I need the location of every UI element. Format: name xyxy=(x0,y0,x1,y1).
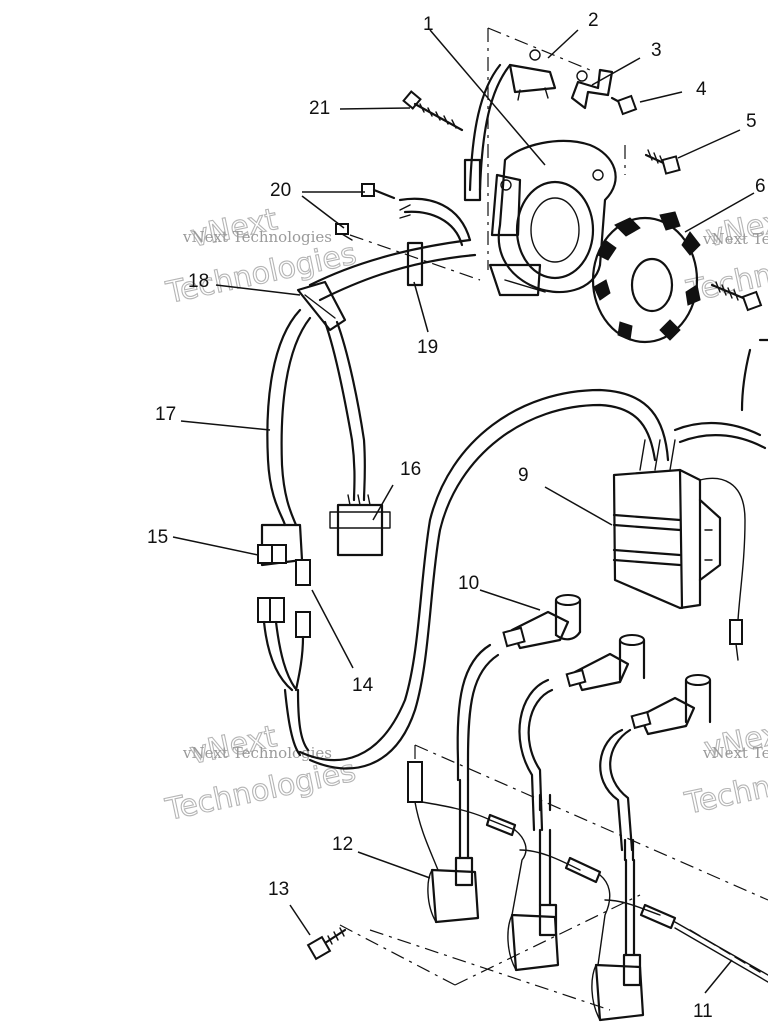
ignition-coil-2 xyxy=(507,828,560,972)
watermark-text-2: vNext Technologies xyxy=(702,230,768,248)
connector-14 xyxy=(295,559,311,638)
callout-21: 21 xyxy=(309,98,330,119)
bolt-13 xyxy=(306,927,347,961)
screw-4 xyxy=(610,94,638,116)
watermark-text-1: vNext Technologies xyxy=(182,228,332,246)
callout-3: 3 xyxy=(651,40,662,61)
watermark-text-3: vNext Technologies xyxy=(182,744,332,762)
spark-plug-cap-2 xyxy=(565,634,646,692)
watermark-text-4: vNext Technologies xyxy=(702,744,768,762)
screw-5 xyxy=(644,149,681,175)
callout-10: 10 xyxy=(458,573,479,594)
bracket xyxy=(570,68,614,110)
screw-flywheel xyxy=(710,281,763,312)
stator-plate xyxy=(488,139,617,297)
main-harness xyxy=(266,308,366,527)
svg-text:Technologies: Technologies xyxy=(162,754,359,829)
callout-4: 4 xyxy=(696,79,707,100)
callout-11: 11 xyxy=(693,1001,713,1022)
callout-14: 14 xyxy=(352,675,374,696)
callout-2: 2 xyxy=(588,10,599,31)
callout-1: 1 xyxy=(423,14,434,35)
connector-15 xyxy=(257,523,304,567)
leader-lines xyxy=(172,29,755,994)
callout-17: 17 xyxy=(155,404,176,425)
right-edge-part xyxy=(740,338,768,412)
callout-18: 18 xyxy=(188,271,209,292)
screw-20b xyxy=(335,223,353,241)
assembly-lines xyxy=(339,27,768,1011)
callout-12: 12 xyxy=(332,834,353,855)
pickup-coil xyxy=(508,49,557,101)
callout-9: 9 xyxy=(518,465,529,486)
flywheel-magneto xyxy=(591,211,701,344)
cdi-box xyxy=(612,439,746,661)
spark-plug-cap-3 xyxy=(630,674,712,736)
callout-15: 15 xyxy=(147,527,168,548)
callout-6: 6 xyxy=(755,176,766,197)
connector-16 xyxy=(329,494,391,557)
ht-leads xyxy=(456,643,635,862)
ignition-coil-1 xyxy=(427,778,480,924)
watermark-left-top: vNext Technologies xyxy=(162,202,360,312)
spark-plug-cap-10 xyxy=(502,594,582,650)
ignition-coil-3 xyxy=(591,858,645,1022)
callout-19: 19 xyxy=(417,337,438,358)
bullet-connectors xyxy=(257,597,310,757)
callout-20: 20 xyxy=(270,180,291,201)
harness-clamp xyxy=(296,280,347,332)
long-bolt xyxy=(402,90,464,132)
primary-wires xyxy=(407,761,768,983)
callout-labels: 1 2 3 4 5 6 9 10 11 12 13 14 15 16 17 18… xyxy=(147,10,766,1022)
callout-13: 13 xyxy=(268,879,289,900)
callout-16: 16 xyxy=(400,459,421,480)
callout-5: 5 xyxy=(746,111,757,132)
cdi-harness xyxy=(298,388,767,770)
screw-20a xyxy=(361,183,396,200)
